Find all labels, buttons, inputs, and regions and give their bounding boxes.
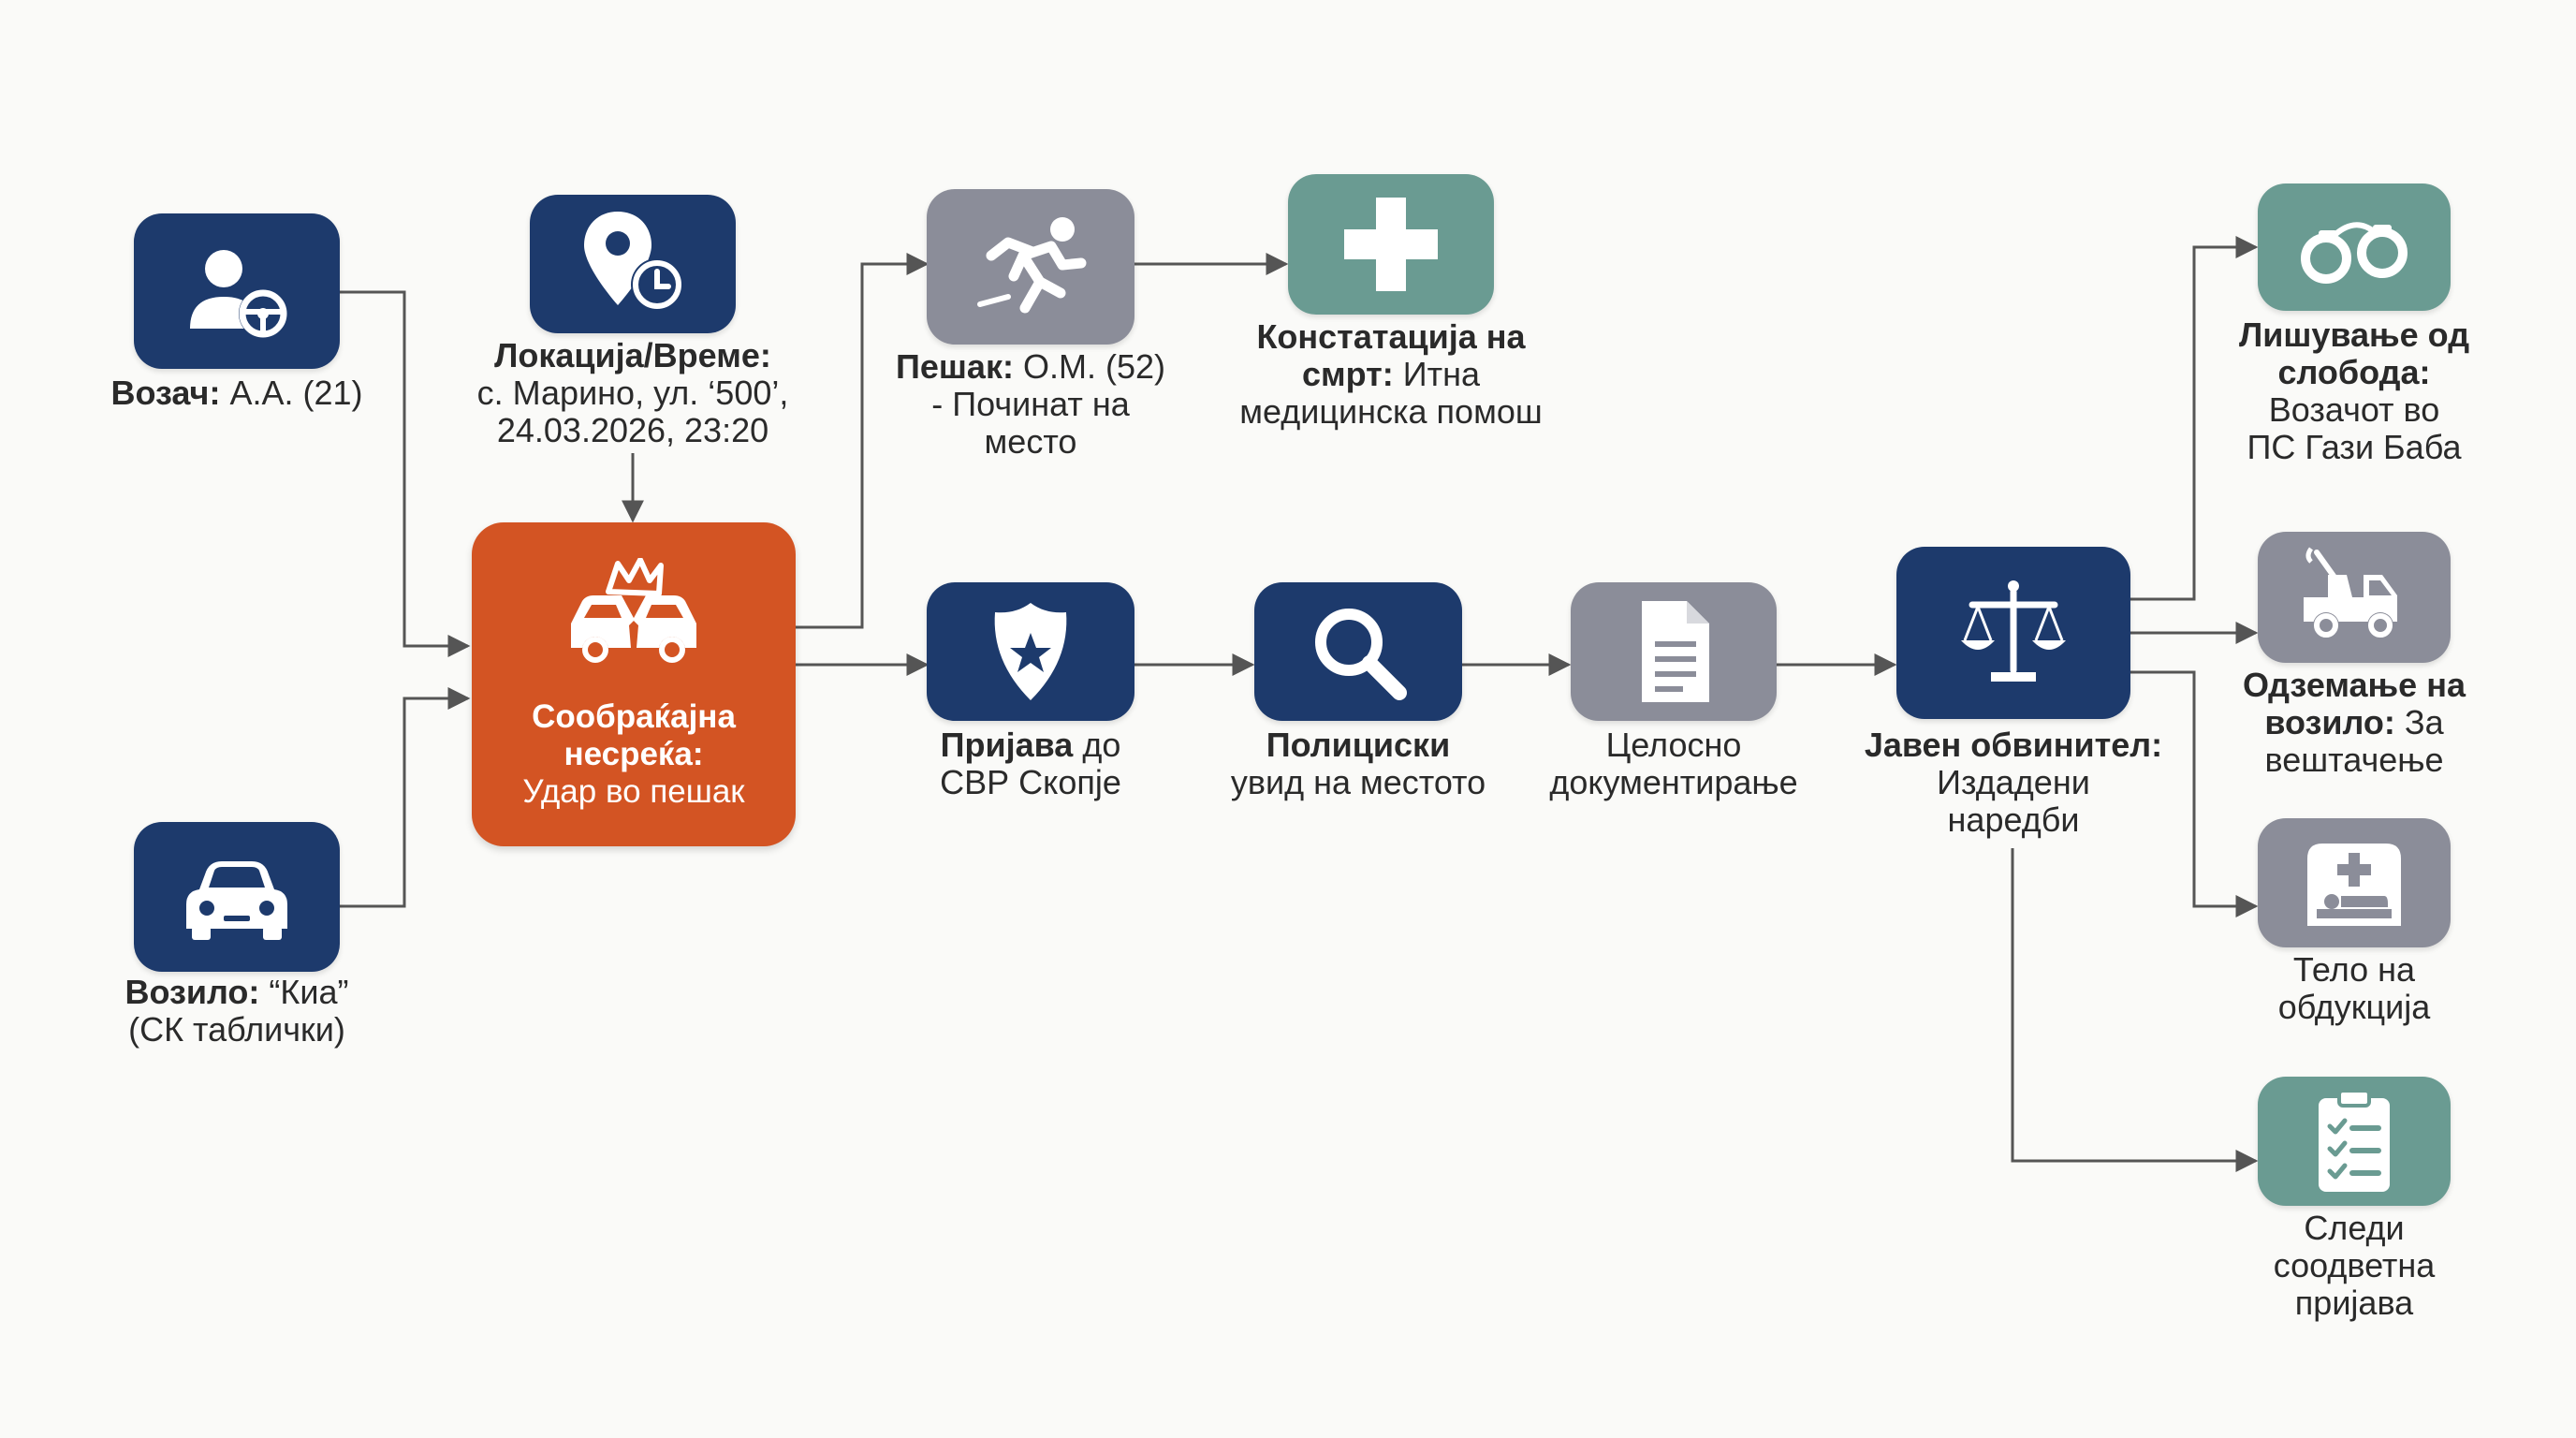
prosecutor-node [1896,547,2130,719]
detention-node [2258,183,2451,311]
report-label: Пријава до СВР Скопје [940,726,1121,801]
location-label: Локација/Време: с. Марино, ул. ‘500’, 24… [476,336,789,449]
vehicle-node [134,822,340,972]
inspection-label: Полициски увид на местото [1230,726,1486,801]
documentation-label: Целосно документирање [1549,726,1798,801]
autopsy-node [2258,818,2451,947]
autopsy-label: Тело на обдукција [2277,950,2431,1026]
connector-prosecutor-followup [2011,848,2259,1172]
car-crash-icon [571,558,696,663]
morgue-body-icon [2307,844,2401,926]
death-confirmation-node [1288,174,1494,315]
vehicle-label: Возило: “Киа” (СК таблички) [124,973,349,1049]
car-icon [186,861,287,940]
driver-label: Возач: А.А. (21) [110,374,363,412]
documentation-node [1571,582,1777,721]
connector-accident-pedestrian [796,253,929,629]
pedestrian-node [927,189,1134,345]
police-badge-icon [994,603,1067,700]
scales-of-justice-icon [1961,580,2066,682]
accident-node: Сообраќајна несреќа: Удар во пешак [472,522,796,846]
report-node [927,582,1134,721]
document-icon [1642,601,1709,702]
detention-label: Лишување од слобода: Возачот во ПС Гази … [2238,315,2470,466]
location-pin-clock-icon [584,212,683,311]
vehicle-seizure-label: Одземање на возило: За вештачење [2243,666,2466,779]
driver-node [134,213,340,369]
connector-prosecutor-autopsy [2130,670,2259,917]
driver-steering-wheel-icon [190,250,287,338]
pedestrian-label: Пешак: О.М. (52) - Починат на место [896,347,1165,461]
checklist-clipboard-icon [2319,1089,2390,1192]
connector-prosecutor-detention [2130,236,2259,601]
prosecutor-label: Јавен обвинител: Издадени наредби [1864,726,2163,839]
handcuffs-icon [2301,222,2408,284]
location-node [530,195,736,333]
followup-label: Следи соодветна пријава [2273,1209,2436,1322]
death-confirmation-label: Констатација на смрт: Итна медицинска по… [1239,317,1543,431]
medical-cross-icon [1344,198,1438,291]
accident-label: Сообраќајна несреќа: Удар во пешак [522,698,745,810]
magnifier-icon [1315,609,1407,700]
connector-driver-accident [339,290,471,657]
connector-vehicle-accident [339,687,471,908]
vehicle-seizure-node [2258,532,2451,663]
followup-node [2258,1077,2451,1206]
inspection-node [1254,582,1462,721]
falling-person-icon [977,217,1087,314]
tow-truck-icon [2304,547,2397,638]
